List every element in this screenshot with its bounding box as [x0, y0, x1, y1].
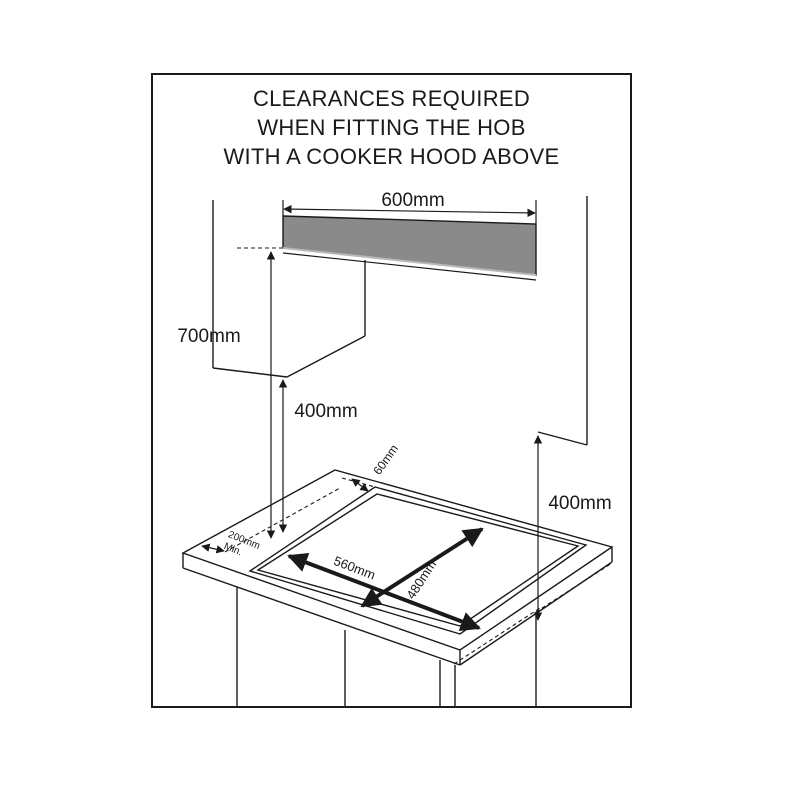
back-clearance-arrow [351, 478, 369, 492]
hood-to-hob-left-label: 400mm [294, 401, 357, 422]
hood-width-label: 600mm [381, 190, 444, 211]
right-wall-cabinet [537, 196, 588, 446]
back-clearance-label: 60mm [370, 442, 401, 477]
cabinet-height-label: 700mm [177, 326, 240, 347]
diagram-frame [151, 73, 632, 708]
title-line-2: WHEN FITTING THE HOB [257, 115, 526, 140]
title-line-3: WITH A COOKER HOOD ABOVE [223, 144, 560, 169]
cooker-hood [282, 200, 537, 281]
hob-depth-arrow [360, 527, 484, 608]
base-cabinets [236, 587, 537, 706]
hood-to-hob-right-label: 400mm [548, 493, 611, 514]
side-clearance-arrow [201, 543, 225, 554]
hood-width-arrow [283, 204, 536, 218]
title-line-1: CLEARANCES REQUIRED [252, 86, 531, 111]
